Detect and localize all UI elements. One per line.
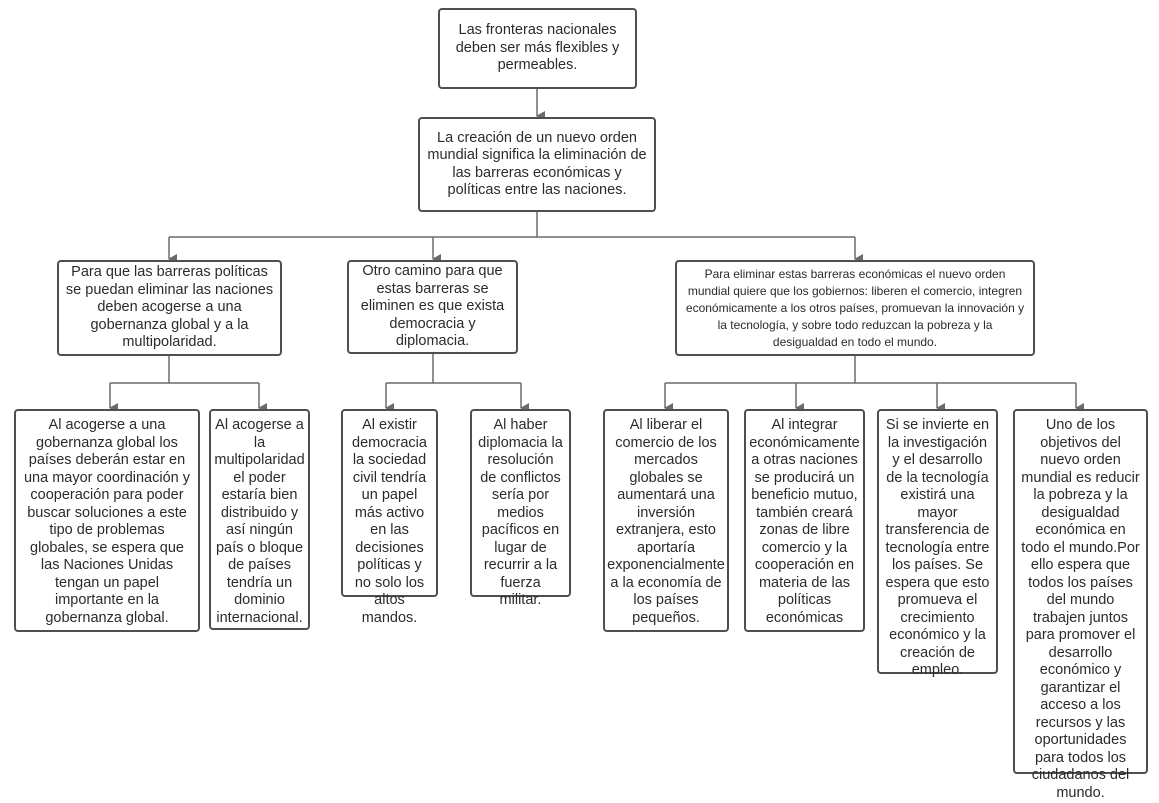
leaf-integracion-text: Al integrar económicamente a otras nacio… <box>749 417 860 626</box>
leaf-gobernanza-node: Al acogerse a una gobernanza global los … <box>14 409 200 632</box>
leaf-diplomacia-text: Al haber diplomacia la resolución de con… <box>478 417 563 608</box>
level1-text: La creación de un nuevo orden mundial si… <box>427 129 647 199</box>
leaf-multipolaridad-text: Al acogerse a la multipolaridad el poder… <box>214 417 305 626</box>
leaf-integracion-node: Al integrar económicamente a otras nacio… <box>744 409 865 632</box>
leaf-comercio-text: Al liberar el comercio de los mercados g… <box>607 417 725 626</box>
leaf-diplomacia-node: Al haber diplomacia la resolución de con… <box>470 409 571 608</box>
root-text: Las fronteras nacionales deben ser más f… <box>455 22 620 74</box>
leaf-comercio-node: Al liberar el comercio de los mercados g… <box>603 409 729 632</box>
branch-politicas-node: Para que las barreras políticas se pueda… <box>57 260 282 356</box>
leaf-pobreza-text: Uno de los objetivos del nuevo orden mun… <box>1021 417 1140 801</box>
level1-node: La creación de un nuevo orden mundial si… <box>418 117 656 212</box>
leaf-gobernanza-text: Al acogerse a una gobernanza global los … <box>23 417 191 626</box>
root-node: Las fronteras nacionales deben ser más f… <box>438 8 637 89</box>
leaf-tecnologia-text: Si se invierte en la investigación y el … <box>885 417 990 678</box>
branch-economicas-text: Para eliminar estas barreras económicas … <box>685 266 1025 349</box>
leaf-multipolaridad-node: Al acogerse a la multipolaridad el poder… <box>209 409 310 630</box>
leaf-pobreza-node: Uno de los objetivos del nuevo orden mun… <box>1013 409 1148 801</box>
leaf-democracia-text: Al existir democracia la sociedad civil … <box>352 417 427 626</box>
branch-democracia-node: Otro camino para que estas barreras se e… <box>347 260 518 354</box>
leaf-democracia-node: Al existir democracia la sociedad civil … <box>341 409 438 626</box>
branch-politicas-text: Para que las barreras políticas se pueda… <box>65 264 274 351</box>
branch-democracia-text: Otro camino para que estas barreras se e… <box>360 263 505 350</box>
leaf-tecnologia-node: Si se invierte en la investigación y el … <box>877 409 998 678</box>
branch-economicas-node: Para eliminar estas barreras económicas … <box>675 260 1035 356</box>
